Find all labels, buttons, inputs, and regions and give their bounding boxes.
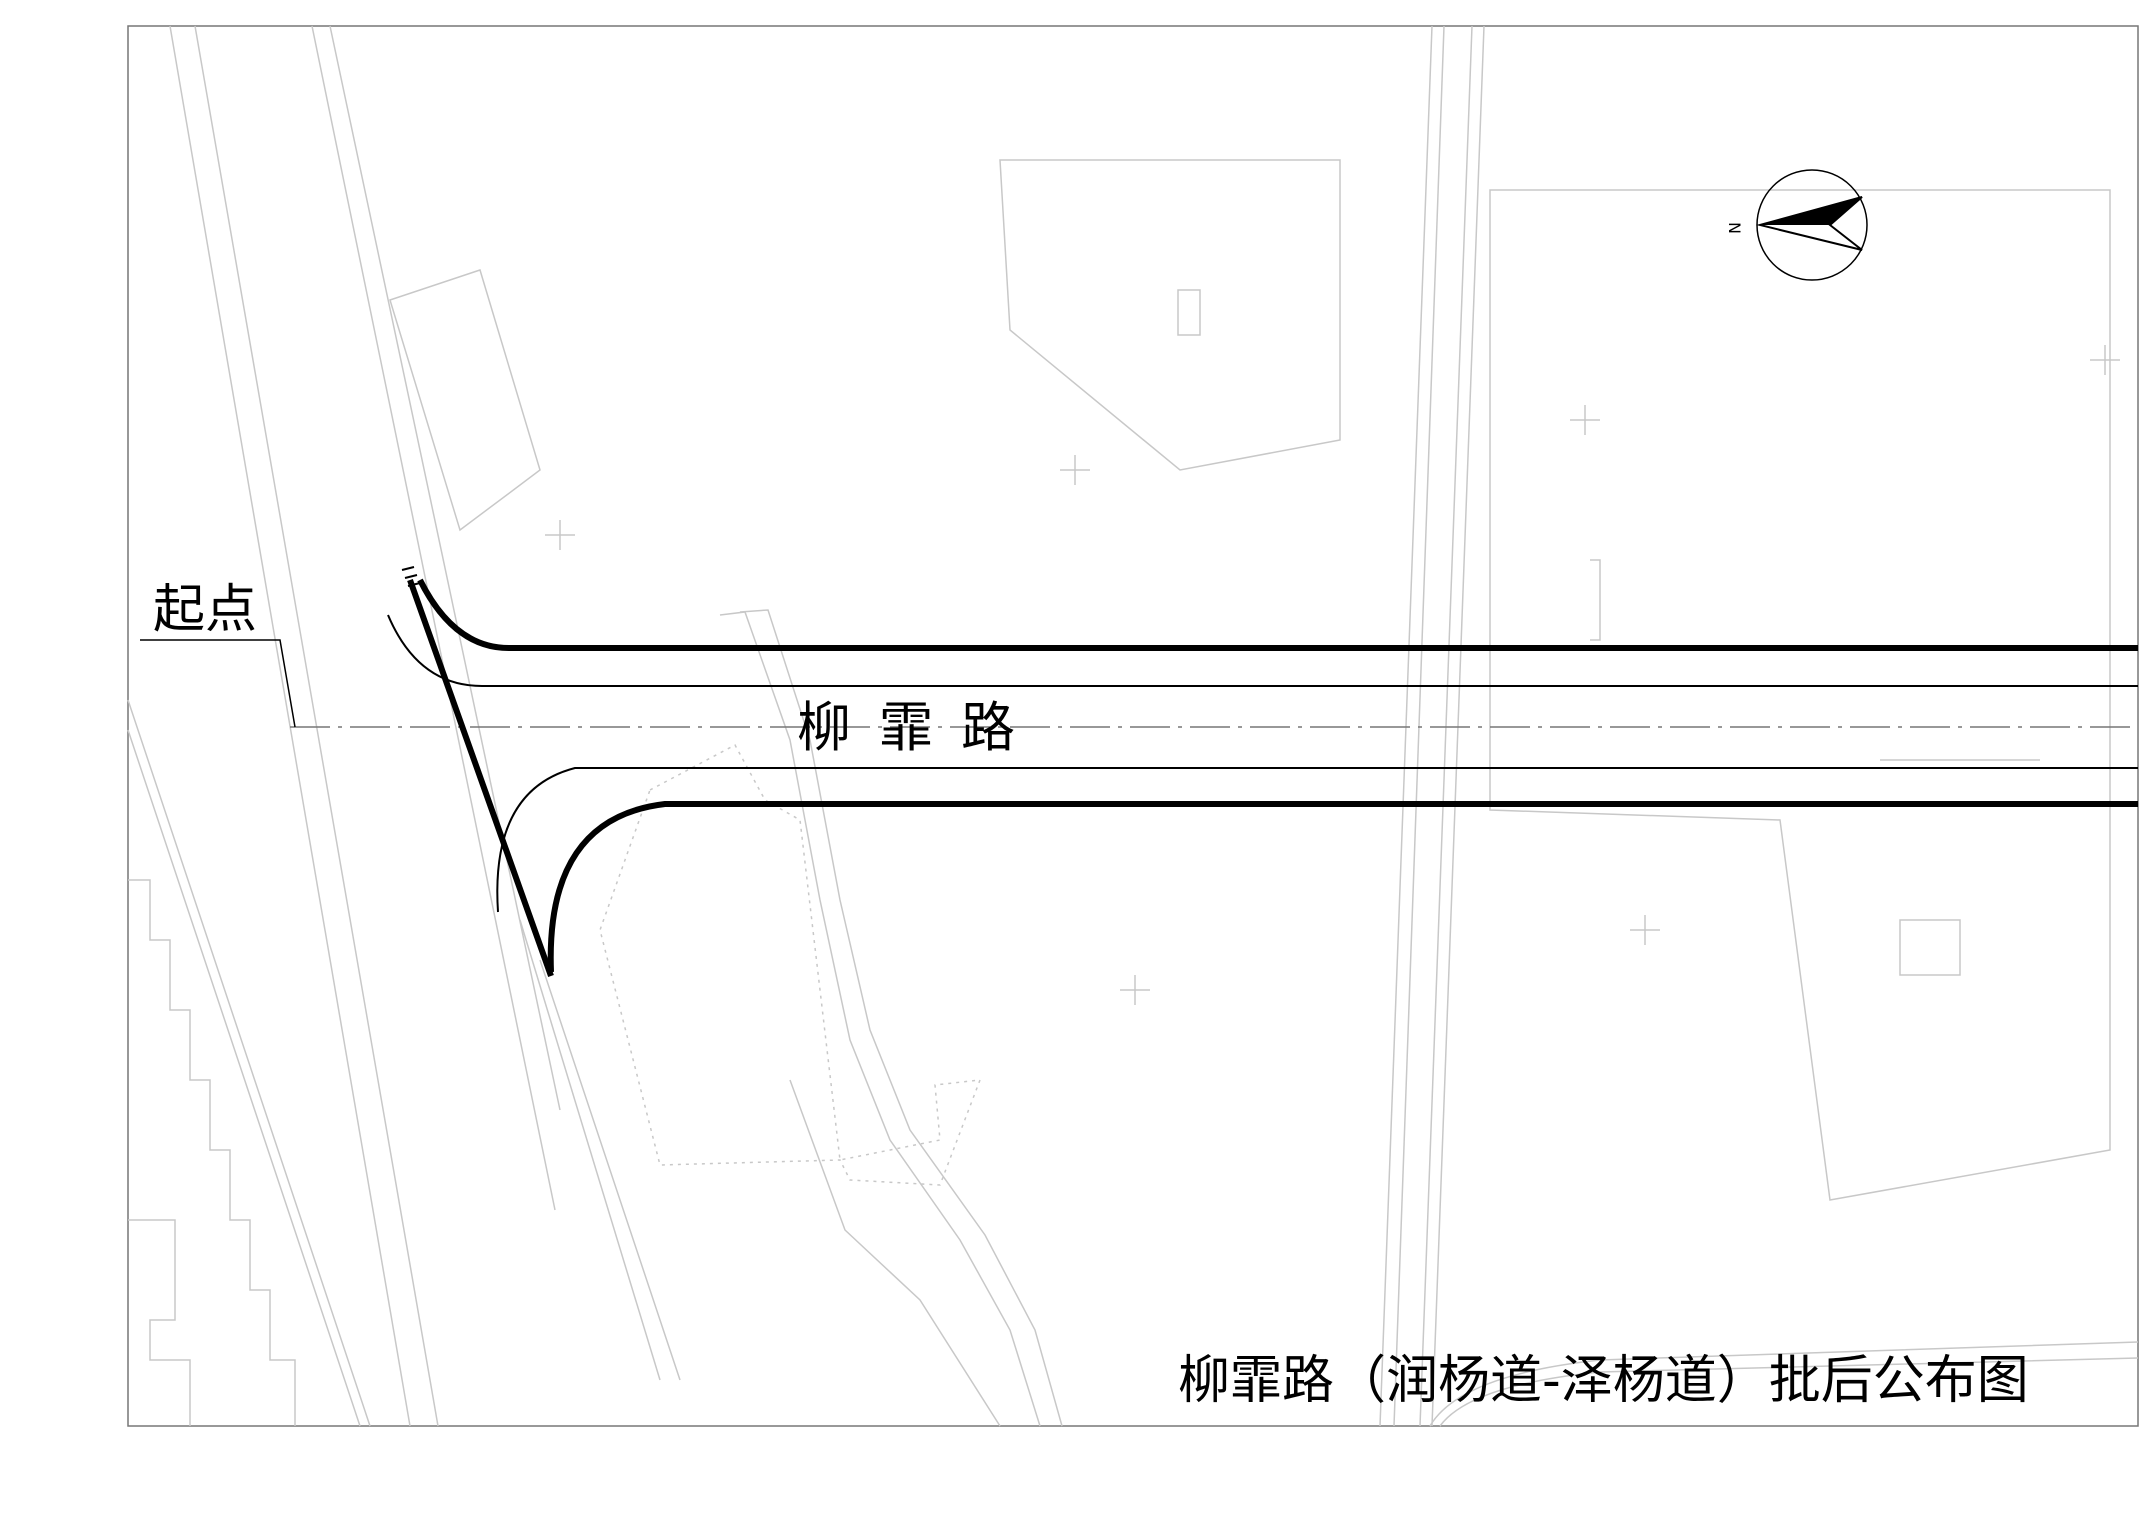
drawing-frame (127, 25, 2139, 1427)
proposed-road (387, 566, 2138, 978)
north-letter: N (1725, 222, 1744, 234)
road-south-redline (547, 801, 2138, 973)
road-south-edge (496, 767, 2138, 913)
road-north-edge (387, 614, 2138, 687)
start-hatch (401, 566, 421, 587)
base-map (127, 25, 2139, 1427)
start-label: 起点 (153, 580, 257, 640)
start-leader-line (140, 639, 296, 728)
start-boundary-line (407, 578, 554, 978)
road-name-label: 柳霏路 (797, 696, 1043, 759)
north-arrow-icon: N (1725, 169, 1868, 281)
road-north-redline (417, 578, 2138, 652)
drawing-title: 柳霏路（润杨道-泽杨道）批后公布图 (1178, 1351, 2029, 1411)
